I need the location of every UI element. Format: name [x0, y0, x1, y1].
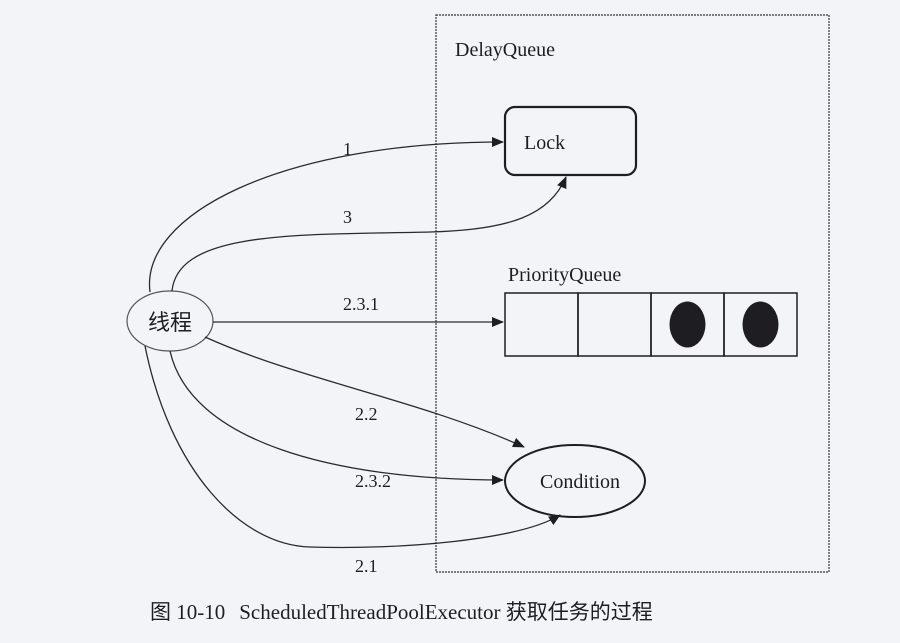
delayqueue-label: DelayQueue: [455, 39, 555, 61]
caption-text: ScheduledThreadPoolExecutor 获取任务的过程: [239, 600, 653, 624]
caption-number: 图 10-10: [150, 600, 226, 624]
edge-label-2-1: 2.1: [355, 556, 378, 576]
condition-node: [504, 444, 646, 518]
priority-queue-cell: [577, 292, 652, 357]
priority-queue-cell: [504, 292, 579, 357]
edge-label-1: 1: [343, 139, 352, 159]
priority-queue-cell: [723, 292, 798, 357]
thread-label: 线程: [148, 310, 192, 335]
lock-box: [503, 105, 638, 177]
edge-2-1: [144, 345, 561, 549]
queued-task-dot: [742, 301, 779, 348]
edge-label-2-2: 2.2: [355, 404, 378, 424]
lock-label: Lock: [524, 132, 565, 154]
edge-label-3: 3: [343, 207, 352, 227]
figure-caption: 图 10-10 ScheduledThreadPoolExecutor 获取任务的…: [150, 596, 667, 626]
queued-task-dot: [669, 301, 706, 348]
delayqueue-container: [435, 14, 830, 573]
edge-3: [171, 176, 567, 292]
priority-queue-label: PriorityQueue: [508, 264, 621, 286]
edge-label-2-3-1: 2.3.1: [343, 294, 379, 314]
edge-2-3-2: [169, 350, 504, 485]
edge-1: [148, 137, 504, 293]
edge-2-2: [204, 336, 525, 448]
edge-label-2-3-2: 2.3.2: [355, 471, 391, 491]
condition-label: Condition: [540, 471, 620, 493]
priority-queue: [504, 292, 798, 357]
